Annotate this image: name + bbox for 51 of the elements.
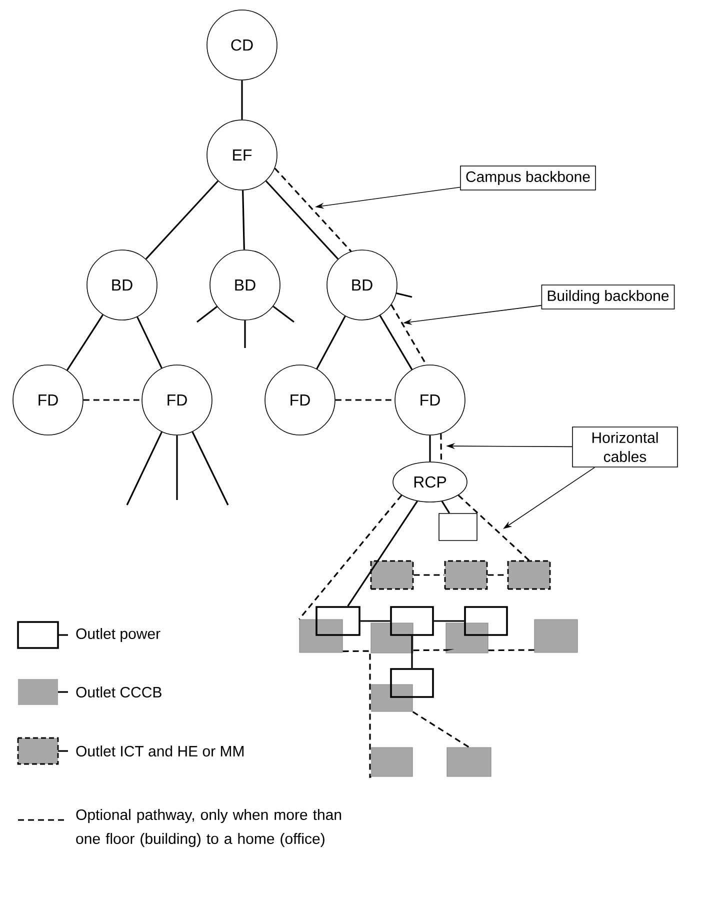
cable-line — [411, 636, 413, 668]
cable-line — [396, 292, 412, 298]
cable-line — [265, 180, 339, 260]
legend-text: Outlet power — [76, 628, 160, 642]
cable-line — [347, 500, 418, 607]
cable-line — [126, 432, 162, 506]
cable-line — [242, 190, 245, 250]
cable-line — [488, 648, 536, 652]
outlet-box — [316, 606, 360, 636]
legend-text: Optional pathway, only when more than one floor (building) to a home (office) — [76, 809, 342, 847]
cable-line — [412, 711, 470, 748]
outlet-box — [371, 747, 413, 777]
cable-line — [360, 620, 390, 622]
outlet-box — [370, 622, 414, 654]
outlet-box — [370, 560, 414, 590]
cable-line — [66, 314, 104, 371]
cable-line — [458, 494, 530, 561]
callout-box: Horizontal cables — [572, 426, 678, 468]
outlet-box — [390, 606, 434, 636]
cable-line — [83, 399, 142, 401]
cable-line — [342, 650, 372, 778]
outlet-box — [464, 606, 508, 636]
outlet-box — [390, 668, 434, 698]
callout-box: Campus backbone — [460, 166, 596, 190]
cable-line — [176, 435, 178, 500]
outlet-box — [507, 560, 551, 590]
cable-line — [379, 315, 413, 370]
cable-line — [274, 168, 352, 252]
cable-line — [272, 306, 294, 323]
cable-line — [244, 320, 246, 348]
outlet-box — [446, 747, 492, 777]
cable-line — [441, 500, 450, 514]
outlet-box — [534, 619, 578, 653]
cable-line — [298, 494, 402, 620]
outlet-box — [299, 619, 343, 653]
cable-line — [192, 432, 229, 506]
legend-text: Outlet CCCB — [76, 686, 162, 698]
cable-line — [196, 306, 218, 323]
legend-text: Outlet ICT and HE or MM — [76, 746, 244, 756]
cable-line — [136, 316, 162, 368]
cable-line — [145, 180, 219, 260]
outlet-box — [446, 622, 488, 654]
callout-box: Building backbone — [541, 284, 675, 310]
outlet-box — [371, 684, 413, 712]
outlet-box — [444, 560, 488, 590]
cable-line — [316, 316, 346, 370]
outlet-box — [438, 513, 478, 541]
cable-line — [414, 574, 444, 576]
cable-line — [434, 620, 464, 622]
cable-line — [241, 80, 243, 120]
cable-line — [429, 435, 431, 462]
